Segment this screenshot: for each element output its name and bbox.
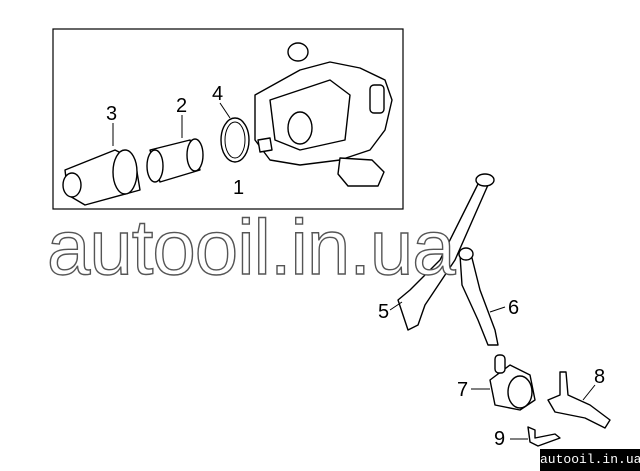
callout-6: 6	[508, 297, 519, 319]
assembly-box	[52, 28, 404, 210]
callout-2: 2	[176, 95, 187, 117]
callout-5: 5	[378, 301, 389, 323]
callout-1: 1	[233, 177, 244, 199]
bracket	[547, 371, 611, 429]
callout-9: 9	[494, 428, 505, 450]
water-pump	[489, 354, 536, 411]
filter-cap	[62, 149, 141, 206]
callouts: 1 2 3 4 5 6 7 8 9	[106, 83, 605, 450]
hose-6	[459, 249, 499, 346]
clamp	[527, 426, 561, 447]
watermark-text: autooil.in.ua	[47, 203, 456, 291]
callout-4: 4	[212, 83, 223, 105]
callout-7: 7	[457, 379, 468, 401]
filter-element	[146, 138, 204, 183]
hose-5	[397, 179, 489, 331]
callout-8: 8	[594, 366, 605, 388]
oil-filter-housing	[254, 42, 393, 187]
seal-ring	[220, 117, 250, 163]
callout-3: 3	[106, 103, 117, 125]
watermark-badge: autooil.in.ua	[540, 449, 640, 471]
